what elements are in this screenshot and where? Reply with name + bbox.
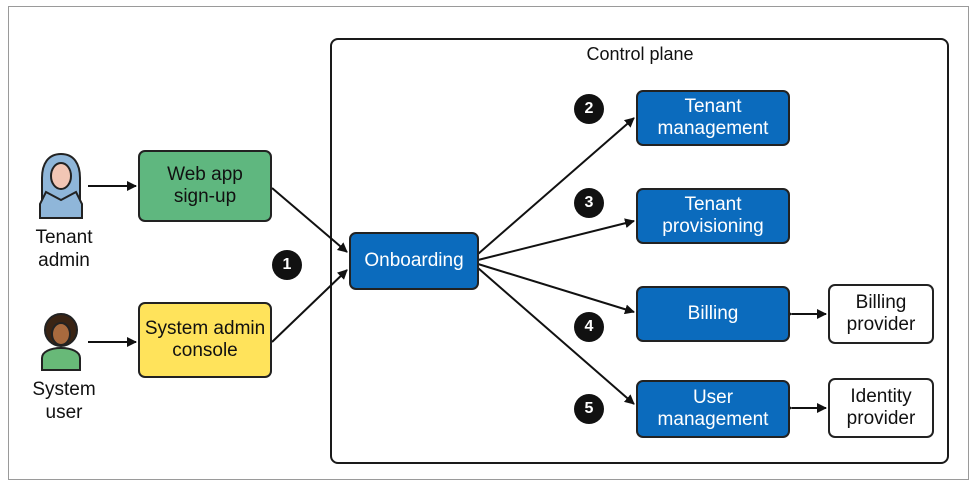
figure-frame [8, 6, 969, 480]
step-2-badge: 2 [574, 94, 604, 124]
control-plane-container [330, 38, 949, 464]
step-4-badge: 4 [574, 312, 604, 342]
arrow-onboarding-to-tenant-provisioning [477, 218, 635, 261]
step-3-badge: 3 [574, 188, 604, 218]
web-app-signup-box: Web app sign-up [138, 150, 272, 222]
system-user-person-icon [41, 313, 81, 371]
arrow-onboarding-to-tenant-management [477, 117, 635, 255]
step-5-badge: 5 [574, 394, 604, 424]
tenant-admin-person-icon [39, 152, 83, 219]
user-management-box: User management [636, 380, 790, 438]
arrow-onboarding-to-billing [477, 263, 635, 315]
billing-provider-box: Billing provider [828, 284, 934, 344]
billing-box: Billing [636, 286, 790, 342]
onboarding-box: Onboarding [349, 232, 479, 290]
identity-provider-box: Identity provider [828, 378, 934, 438]
system-user-label: System user [32, 379, 96, 423]
control-plane-title: Control plane [586, 44, 694, 64]
tenant-admin-label: Tenant admin [35, 227, 93, 271]
system-admin-console-box: System admin console [138, 302, 272, 378]
tenant-provisioning-box: Tenant provisioning [636, 188, 790, 244]
arrow-signup-to-onboarding [271, 187, 348, 253]
step-1-badge: 1 [272, 250, 302, 280]
tenant-management-box: Tenant management [636, 90, 790, 146]
arrow-console-to-onboarding [271, 269, 348, 343]
arrow-onboarding-to-user-management [477, 267, 635, 405]
